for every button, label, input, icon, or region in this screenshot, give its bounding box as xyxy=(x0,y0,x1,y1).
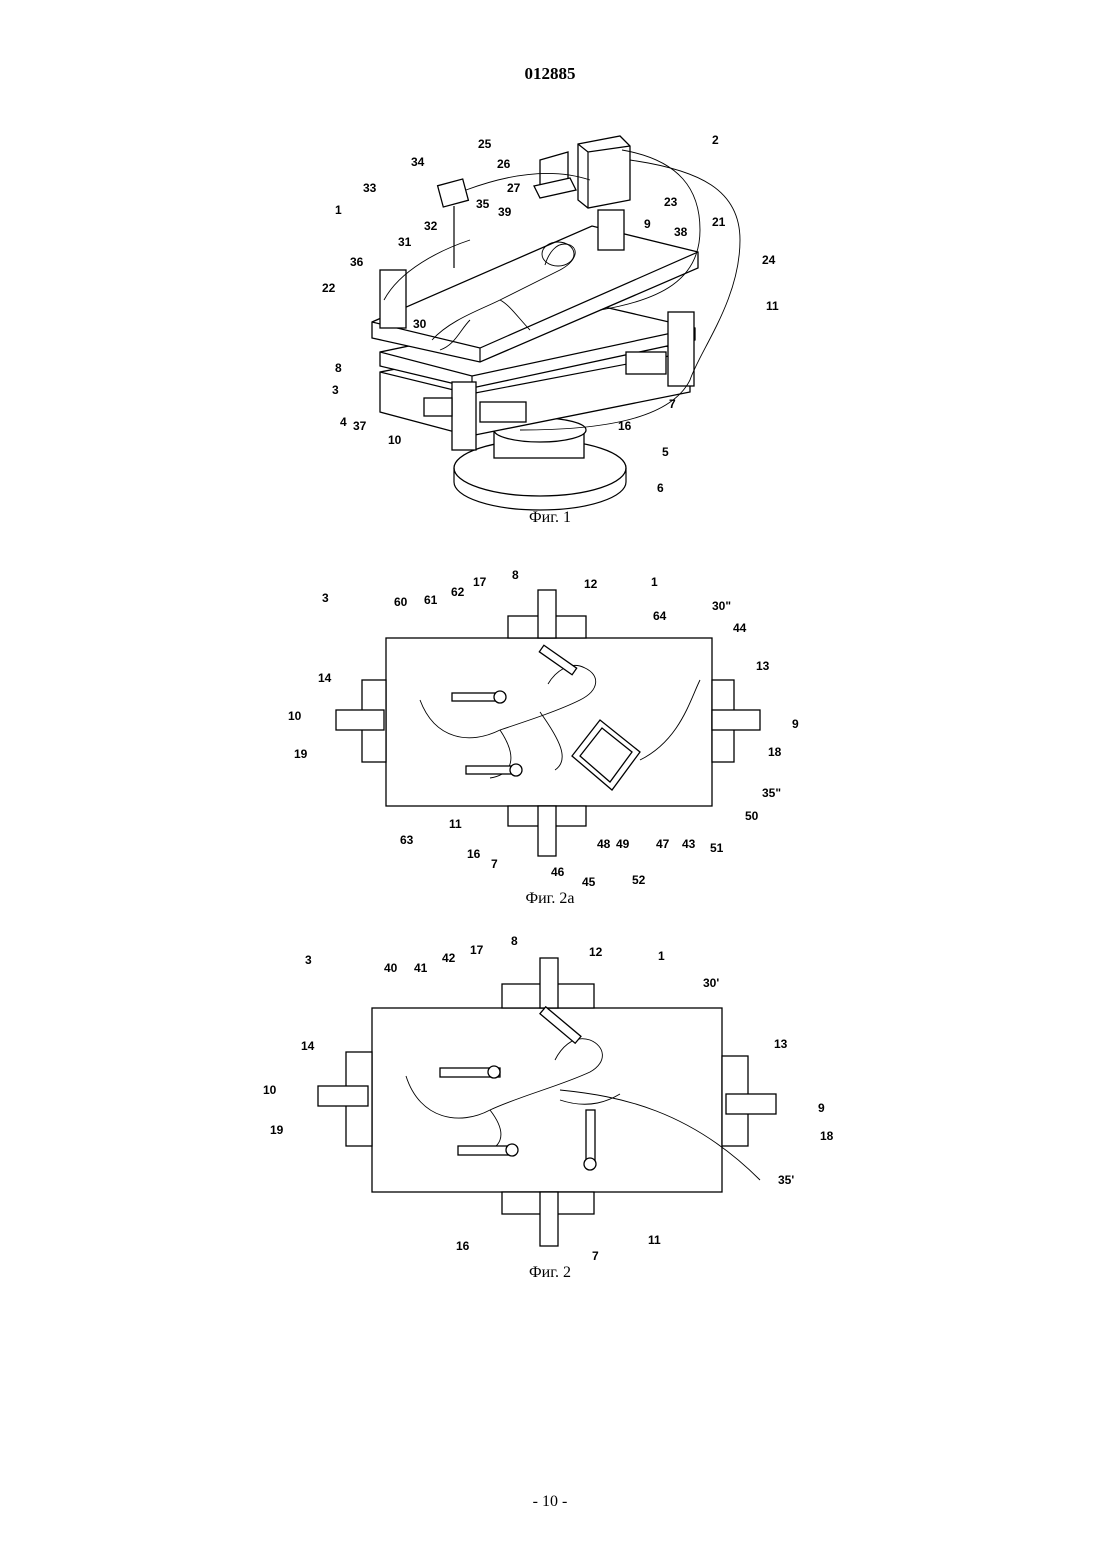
callout-label: 44 xyxy=(733,621,747,635)
callout-label: 19 xyxy=(294,747,308,761)
callout-label: 7 xyxy=(669,397,676,411)
figure-1-caption: Фиг. 1 xyxy=(0,509,1100,527)
callout-label: 24 xyxy=(762,253,776,267)
callout-label: 16 xyxy=(618,419,632,433)
callout-label: 10 xyxy=(388,433,402,447)
callout-label: 1 xyxy=(335,203,342,217)
callout-label: 32 xyxy=(424,219,438,233)
callout-label: 64 xyxy=(653,609,667,623)
callout-label: 23 xyxy=(664,195,678,209)
callout-label: 14 xyxy=(301,1039,315,1053)
figure-1-drawing: 2 25 26 27 34 33 1 35 39 23 9 21 38 24 3… xyxy=(0,0,1100,540)
callout-label: 18 xyxy=(768,745,782,759)
callout-label: 63 xyxy=(400,833,414,847)
callout-label: 21 xyxy=(712,215,726,229)
callout-label: 52 xyxy=(632,873,646,887)
callout-label: 41 xyxy=(414,961,428,975)
callout-label: 25 xyxy=(478,137,492,151)
figure-2a-caption: Фиг. 2а xyxy=(0,890,1100,908)
callout-label: 49 xyxy=(616,837,630,851)
callout-label: 31 xyxy=(398,235,412,249)
callout-label: 27 xyxy=(507,181,521,195)
callout-label: 3 xyxy=(305,953,312,967)
callout-label: 7 xyxy=(592,1249,599,1263)
callout-label: 10 xyxy=(263,1083,277,1097)
callout-label: 3 xyxy=(332,383,339,397)
callout-label: 19 xyxy=(270,1123,284,1137)
callout-label: 38 xyxy=(674,225,688,239)
callout-label: 37 xyxy=(353,419,367,433)
figure-2a-drawing: 8 17 12 1 30" 3 60 61 62 64 44 13 14 10 … xyxy=(0,560,1100,900)
callout-label: 26 xyxy=(497,157,511,171)
callout-label: 6 xyxy=(657,481,664,495)
page-number: - 10 - xyxy=(0,1493,1100,1511)
callout-label: 10 xyxy=(288,709,302,723)
callout-label: 5 xyxy=(662,445,669,459)
callout-label: 62 xyxy=(451,585,465,599)
callout-label: 30 xyxy=(413,317,427,331)
callout-label: 30" xyxy=(712,599,731,613)
figure-2-caption: Фиг. 2 xyxy=(0,1264,1100,1282)
callout-label: 13 xyxy=(774,1037,788,1051)
callout-label: 1 xyxy=(651,575,658,589)
callout-label: 60 xyxy=(394,595,408,609)
callout-label: 48 xyxy=(597,837,611,851)
figure-2-drawing: 8 1 17 12 3 40 41 42 30' 14 13 10 9 19 1… xyxy=(0,930,1100,1290)
callout-label: 1 xyxy=(658,949,665,963)
callout-label: 51 xyxy=(710,841,724,855)
callout-label: 16 xyxy=(467,847,481,861)
callout-label: 3 xyxy=(322,591,329,605)
callout-label: 13 xyxy=(756,659,770,673)
callout-label: 47 xyxy=(656,837,670,851)
callout-label: 8 xyxy=(511,934,518,948)
callout-label: 12 xyxy=(584,577,598,591)
callout-label: 40 xyxy=(384,961,398,975)
callout-label: 30' xyxy=(703,976,719,990)
callout-label: 14 xyxy=(318,671,332,685)
callout-label: 36 xyxy=(350,255,364,269)
callout-label: 17 xyxy=(473,575,487,589)
callout-label: 16 xyxy=(456,1239,470,1253)
callout-label: 42 xyxy=(442,951,456,965)
callout-label: 46 xyxy=(551,865,565,879)
callout-label: 2 xyxy=(712,133,719,147)
callout-label: 8 xyxy=(512,568,519,582)
callout-label: 4 xyxy=(340,415,347,429)
callout-label: 18 xyxy=(820,1129,834,1143)
callout-label: 9 xyxy=(792,717,799,731)
callout-label: 8 xyxy=(335,361,342,375)
callout-label: 39 xyxy=(498,205,512,219)
callout-label: 34 xyxy=(411,155,425,169)
callout-label: 50 xyxy=(745,809,759,823)
callout-label: 33 xyxy=(363,181,377,195)
callout-label: 22 xyxy=(322,281,336,295)
callout-label: 11 xyxy=(766,299,779,313)
callout-label: 11 xyxy=(648,1233,661,1247)
callout-label: 35' xyxy=(778,1173,794,1187)
callout-label: 12 xyxy=(589,945,603,959)
callout-label: 35 xyxy=(476,197,490,211)
callout-label: 7 xyxy=(491,857,498,871)
callout-label: 9 xyxy=(818,1101,825,1115)
callout-label: 11 xyxy=(449,817,462,831)
callout-label: 43 xyxy=(682,837,696,851)
callout-label: 9 xyxy=(644,217,651,231)
callout-label: 61 xyxy=(424,593,438,607)
callout-label: 45 xyxy=(582,875,596,889)
callout-label: 17 xyxy=(470,943,484,957)
callout-label: 35" xyxy=(762,786,781,800)
